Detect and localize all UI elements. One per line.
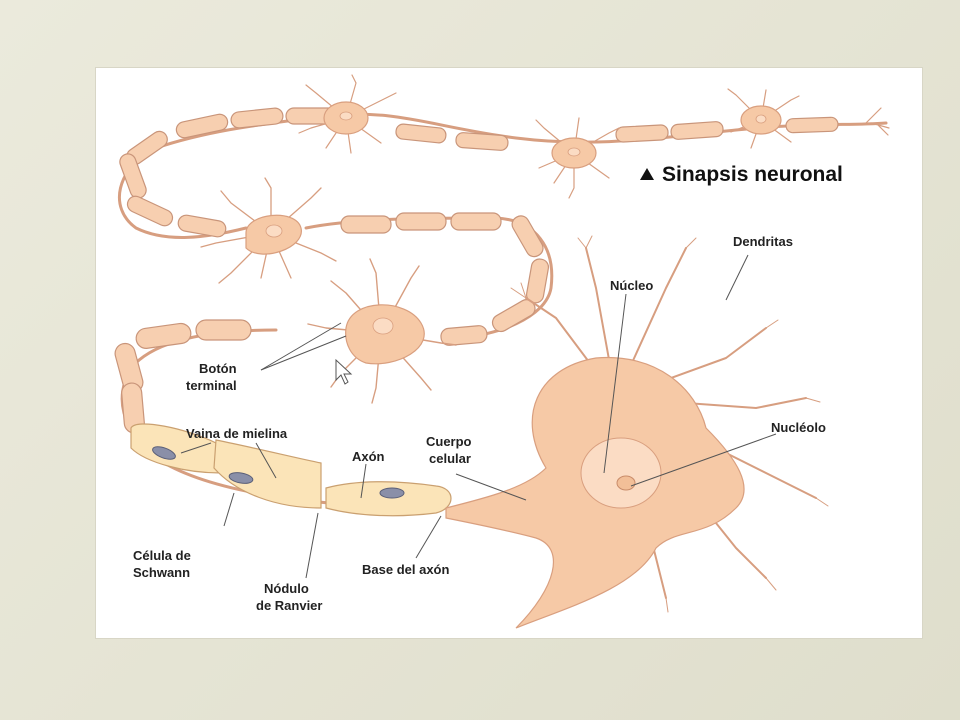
labels: Dendritas Núcleo Nucléolo Botón terminal…	[133, 234, 826, 613]
lower-myelin-segments	[114, 319, 252, 434]
neuron-diagram: Sinapsis neuronal	[96, 68, 922, 638]
schwann-nucleus-1	[152, 446, 176, 460]
small-neuron-top-3	[727, 88, 800, 149]
label-dendritas: Dendritas	[733, 234, 793, 249]
label-nodulo-de-ranvier-line1: Nódulo	[264, 581, 309, 596]
small-neuron-top-1	[298, 74, 397, 154]
schwann-segments	[130, 423, 452, 517]
label-nucleo: Núcleo	[610, 278, 653, 293]
label-boton-terminal-line1: Botón	[199, 361, 237, 376]
label-boton-terminal-line2: terminal	[186, 378, 237, 393]
central-neuron	[307, 258, 457, 404]
small-neuron-top-2	[535, 117, 620, 199]
schwann-nucleus-3	[379, 487, 405, 499]
nucleus-shape	[580, 437, 662, 509]
leader-lines	[180, 254, 777, 579]
title-group: Sinapsis neuronal	[640, 163, 843, 186]
label-celula-de-schwann-line1: Célula de	[133, 548, 191, 563]
label-celula-de-schwann-line2: Schwann	[133, 565, 190, 580]
large-neuron	[445, 235, 829, 629]
label-base-del-axon: Base del axón	[362, 562, 449, 577]
mouse-pointer-icon	[335, 358, 353, 385]
diagram-title: Sinapsis neuronal	[662, 163, 843, 186]
triangle-up-icon	[640, 168, 654, 180]
middle-neuron-left	[200, 177, 337, 284]
label-nucleolo: Nucléolo	[771, 420, 826, 435]
axon-terminal-right	[865, 107, 890, 136]
schwann-nucleus-2	[228, 472, 254, 484]
label-vaina-de-mielina: Vaina de mielina	[186, 426, 288, 441]
middle-myelin-segments	[340, 212, 550, 346]
label-axon: Axón	[352, 449, 385, 464]
label-cuerpo-celular-line1: Cuerpo	[426, 434, 472, 449]
label-cuerpo-celular-line2: celular	[429, 451, 471, 466]
label-nodulo-de-ranvier-line2: de Ranvier	[256, 598, 322, 613]
nucleolus-shape	[616, 475, 636, 491]
